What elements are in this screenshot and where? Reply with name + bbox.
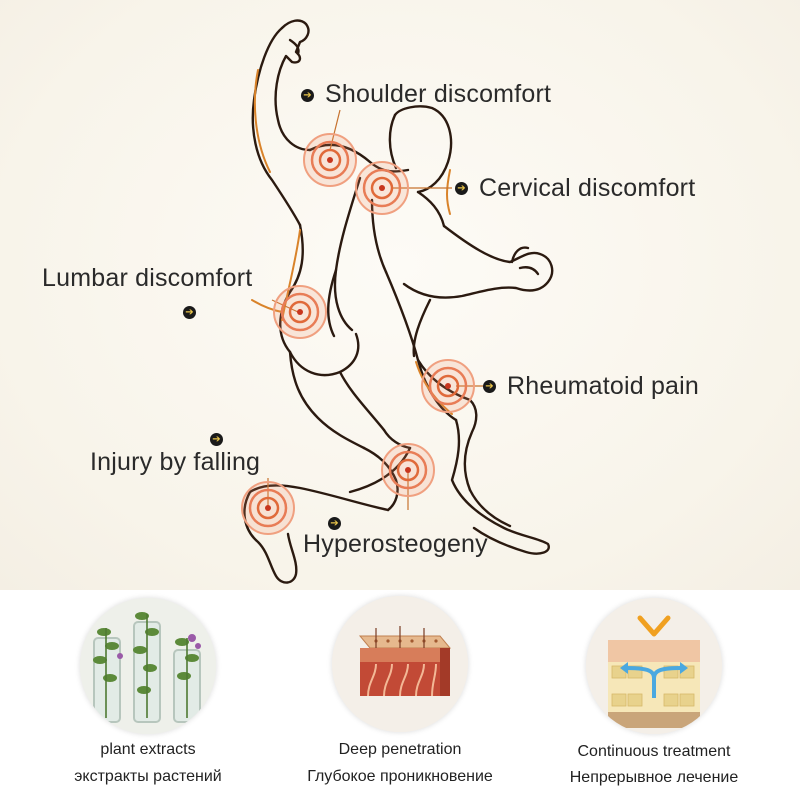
arrow-bullet-icon: ➔ bbox=[483, 380, 496, 393]
shoulder-label: Shoulder discomfort bbox=[325, 80, 552, 108]
arrow-bullet-icon: ➔ bbox=[301, 89, 314, 102]
feature-caption-en: Deep penetration bbox=[338, 741, 462, 758]
feature-caption-ru: экстракты растений bbox=[74, 768, 222, 785]
skin-penetration-icon bbox=[332, 596, 468, 732]
plant-extracts-icon bbox=[80, 598, 216, 734]
cervical-pain-marker bbox=[355, 161, 409, 215]
shoulder-pain-marker bbox=[303, 133, 357, 187]
arrow-bullet-icon: ➔ bbox=[183, 306, 196, 319]
feature-caption-ru: Непрерывное лечение bbox=[569, 769, 739, 786]
upper-background bbox=[0, 0, 800, 590]
rheumatoid-label: Rheumatoid pain bbox=[507, 372, 700, 400]
injury-label: Injury by falling bbox=[90, 448, 261, 476]
skin-layers-icon bbox=[586, 598, 722, 734]
feature-caption-en: Continuous treatment bbox=[577, 743, 731, 760]
rheumatoid-pain-marker bbox=[421, 359, 475, 413]
knee-pain-marker bbox=[381, 443, 435, 497]
feature-caption-ru: Глубокое проникновение bbox=[307, 768, 493, 785]
arrow-bullet-icon: ➔ bbox=[210, 433, 223, 446]
lumbar-label: Lumbar discomfort bbox=[42, 264, 253, 292]
falling-injury-marker bbox=[241, 481, 295, 535]
hyperosteogeny-label: Hyperosteogeny bbox=[303, 530, 488, 558]
arrow-bullet-icon: ➔ bbox=[328, 517, 341, 530]
feature-caption-en: plant extracts bbox=[100, 741, 196, 758]
lumbar-pain-marker bbox=[273, 285, 327, 339]
arrow-bullet-icon: ➔ bbox=[455, 182, 468, 195]
cervical-label: Cervical discomfort bbox=[479, 174, 696, 202]
